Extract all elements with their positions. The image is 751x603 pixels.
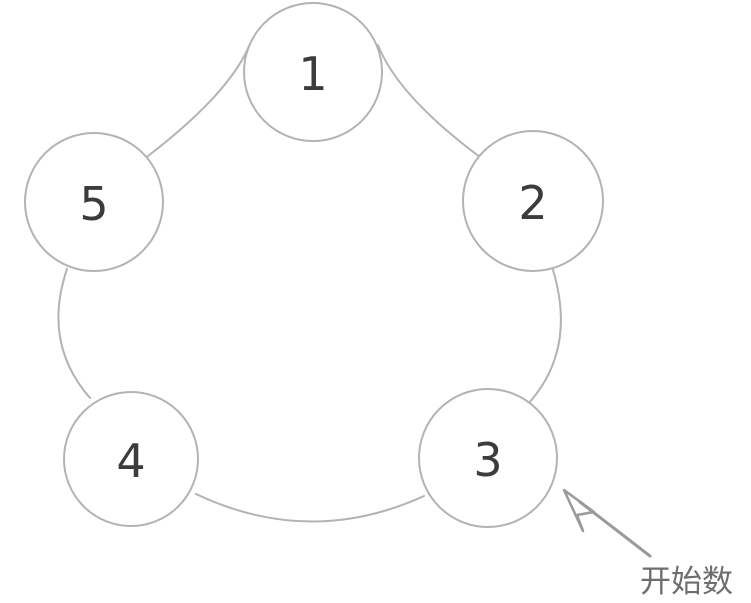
node-4-circle[interactable] [63,391,199,527]
node-3[interactable]: 3 [418,388,558,528]
node-4[interactable]: 4 [63,391,199,527]
node-5[interactable]: 5 [24,132,164,272]
edge-1-to-2 [377,44,481,158]
edge-4-to-5 [57,268,91,399]
node-1[interactable]: 1 [243,2,383,142]
start-pointer-annotation [562,488,652,558]
node-2[interactable]: 2 [462,130,604,272]
node-3-label: 3 [473,433,502,487]
node-3-circle[interactable] [418,388,558,528]
edge-2-to-3 [527,269,562,405]
start-number-label: 开始数 [640,564,733,600]
node-2-circle[interactable] [462,130,604,272]
node-group: 1 2 3 4 5 [24,2,604,528]
pointer-arrowhead-icon [562,488,596,533]
node-5-circle[interactable] [24,132,164,272]
node-4-label: 4 [116,434,145,488]
node-1-circle[interactable] [243,2,383,142]
edge-group [57,43,562,523]
node-5-label: 5 [79,177,108,231]
edge-3-to-4 [195,493,425,523]
node-2-label: 2 [518,176,547,230]
edge-5-to-1 [147,43,251,157]
node-1-label: 1 [298,47,327,101]
